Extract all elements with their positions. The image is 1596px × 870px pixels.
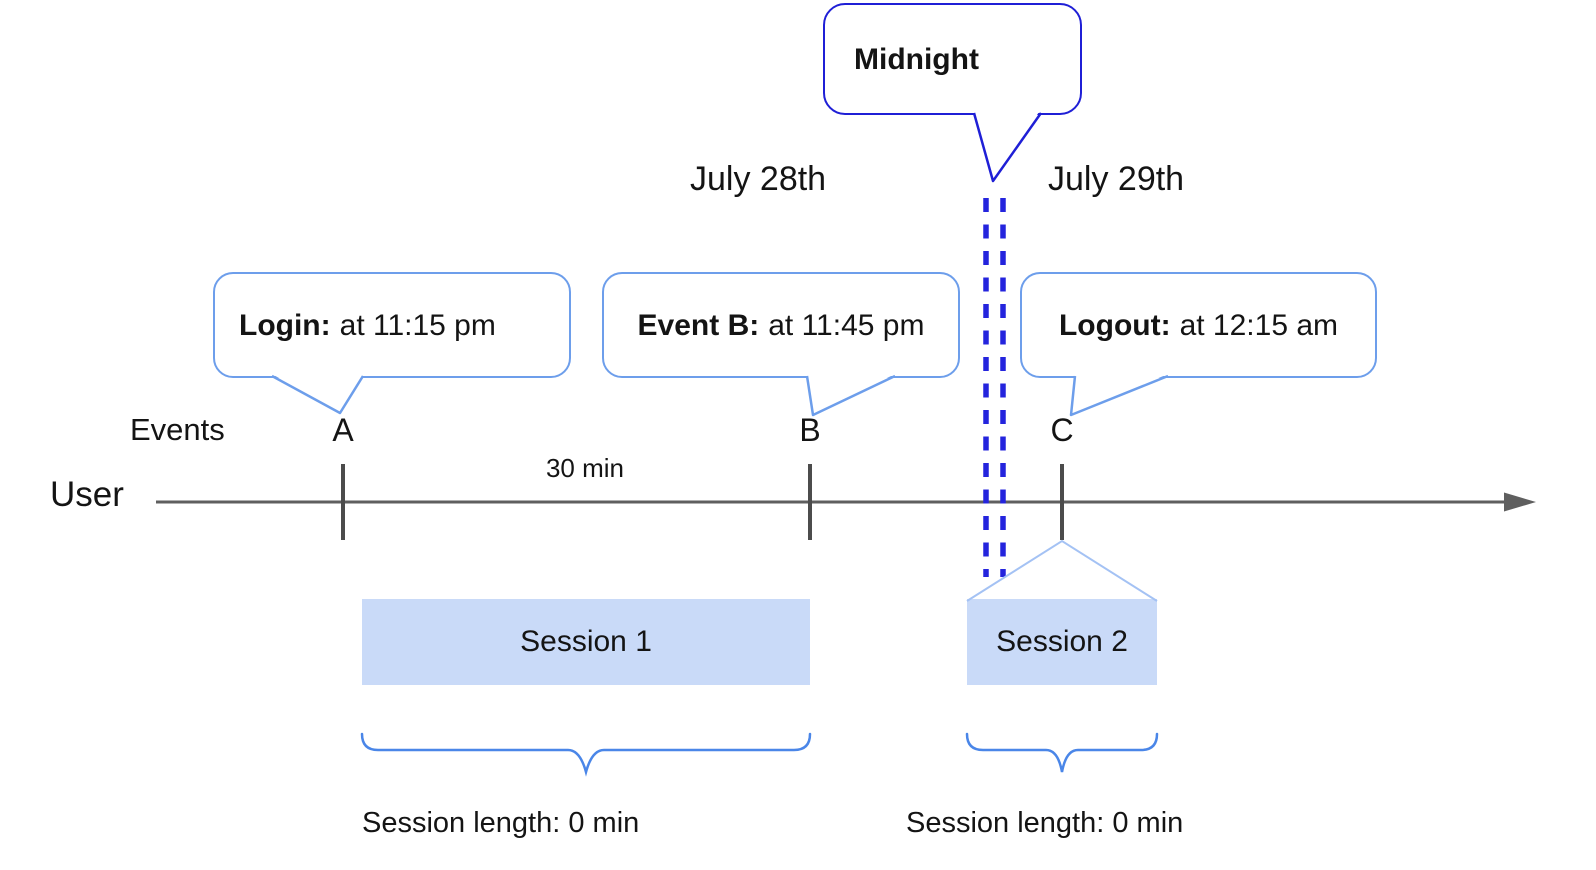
session-2-roof-connector bbox=[966, 539, 1158, 602]
midnight-callout-tail bbox=[972, 109, 1043, 183]
session-2-label: Session 2 bbox=[996, 625, 1128, 658]
login-callout: Login:at 11:15 pm bbox=[213, 272, 571, 378]
events-row-label: Events bbox=[130, 412, 225, 447]
logout-callout-tail bbox=[1069, 374, 1169, 417]
session-2-brace bbox=[965, 732, 1159, 773]
session-1-label: Session 1 bbox=[520, 625, 652, 658]
event-marker-a: A bbox=[332, 412, 354, 448]
logout-callout-title: Logout: bbox=[1058, 308, 1171, 342]
user-axis-label: User bbox=[50, 475, 124, 514]
timeline-arrowhead bbox=[1504, 492, 1536, 512]
logout-callout: Logout:at 12:15 am bbox=[1020, 272, 1377, 378]
session-1-length-label: Session length: 0 min bbox=[362, 807, 640, 839]
session-1-brace bbox=[360, 732, 812, 777]
session-1-bar: Session 1 bbox=[362, 599, 810, 685]
login-callout-title: Login: bbox=[239, 308, 331, 342]
date-label-july-29: July 29th bbox=[1048, 160, 1185, 198]
event-b-callout: Event B:at 11:45 pm bbox=[602, 272, 960, 378]
timeline-axis bbox=[156, 464, 1536, 540]
event-marker-c: C bbox=[1050, 412, 1074, 448]
event-b-callout-detail: at 11:45 pm bbox=[768, 308, 925, 342]
midnight-callout-label: Midnight bbox=[854, 42, 979, 76]
event-b-callout-title: Event B: bbox=[637, 308, 760, 342]
interval-label-30min: 30 min bbox=[545, 453, 625, 483]
midnight-divider-dashes bbox=[983, 198, 1006, 577]
login-callout-detail: at 11:15 pm bbox=[339, 308, 496, 342]
login-callout-tail bbox=[271, 374, 365, 415]
date-label-july-28: July 28th bbox=[690, 160, 827, 198]
session-2-bar: Session 2 bbox=[967, 599, 1157, 685]
logout-callout-detail: at 12:15 am bbox=[1179, 308, 1339, 342]
session-2-length-label: Session length: 0 min bbox=[906, 807, 1184, 839]
event-b-callout-tail bbox=[805, 374, 896, 417]
midnight-callout: Midnight bbox=[823, 3, 1082, 115]
event-marker-b: B bbox=[799, 412, 821, 448]
